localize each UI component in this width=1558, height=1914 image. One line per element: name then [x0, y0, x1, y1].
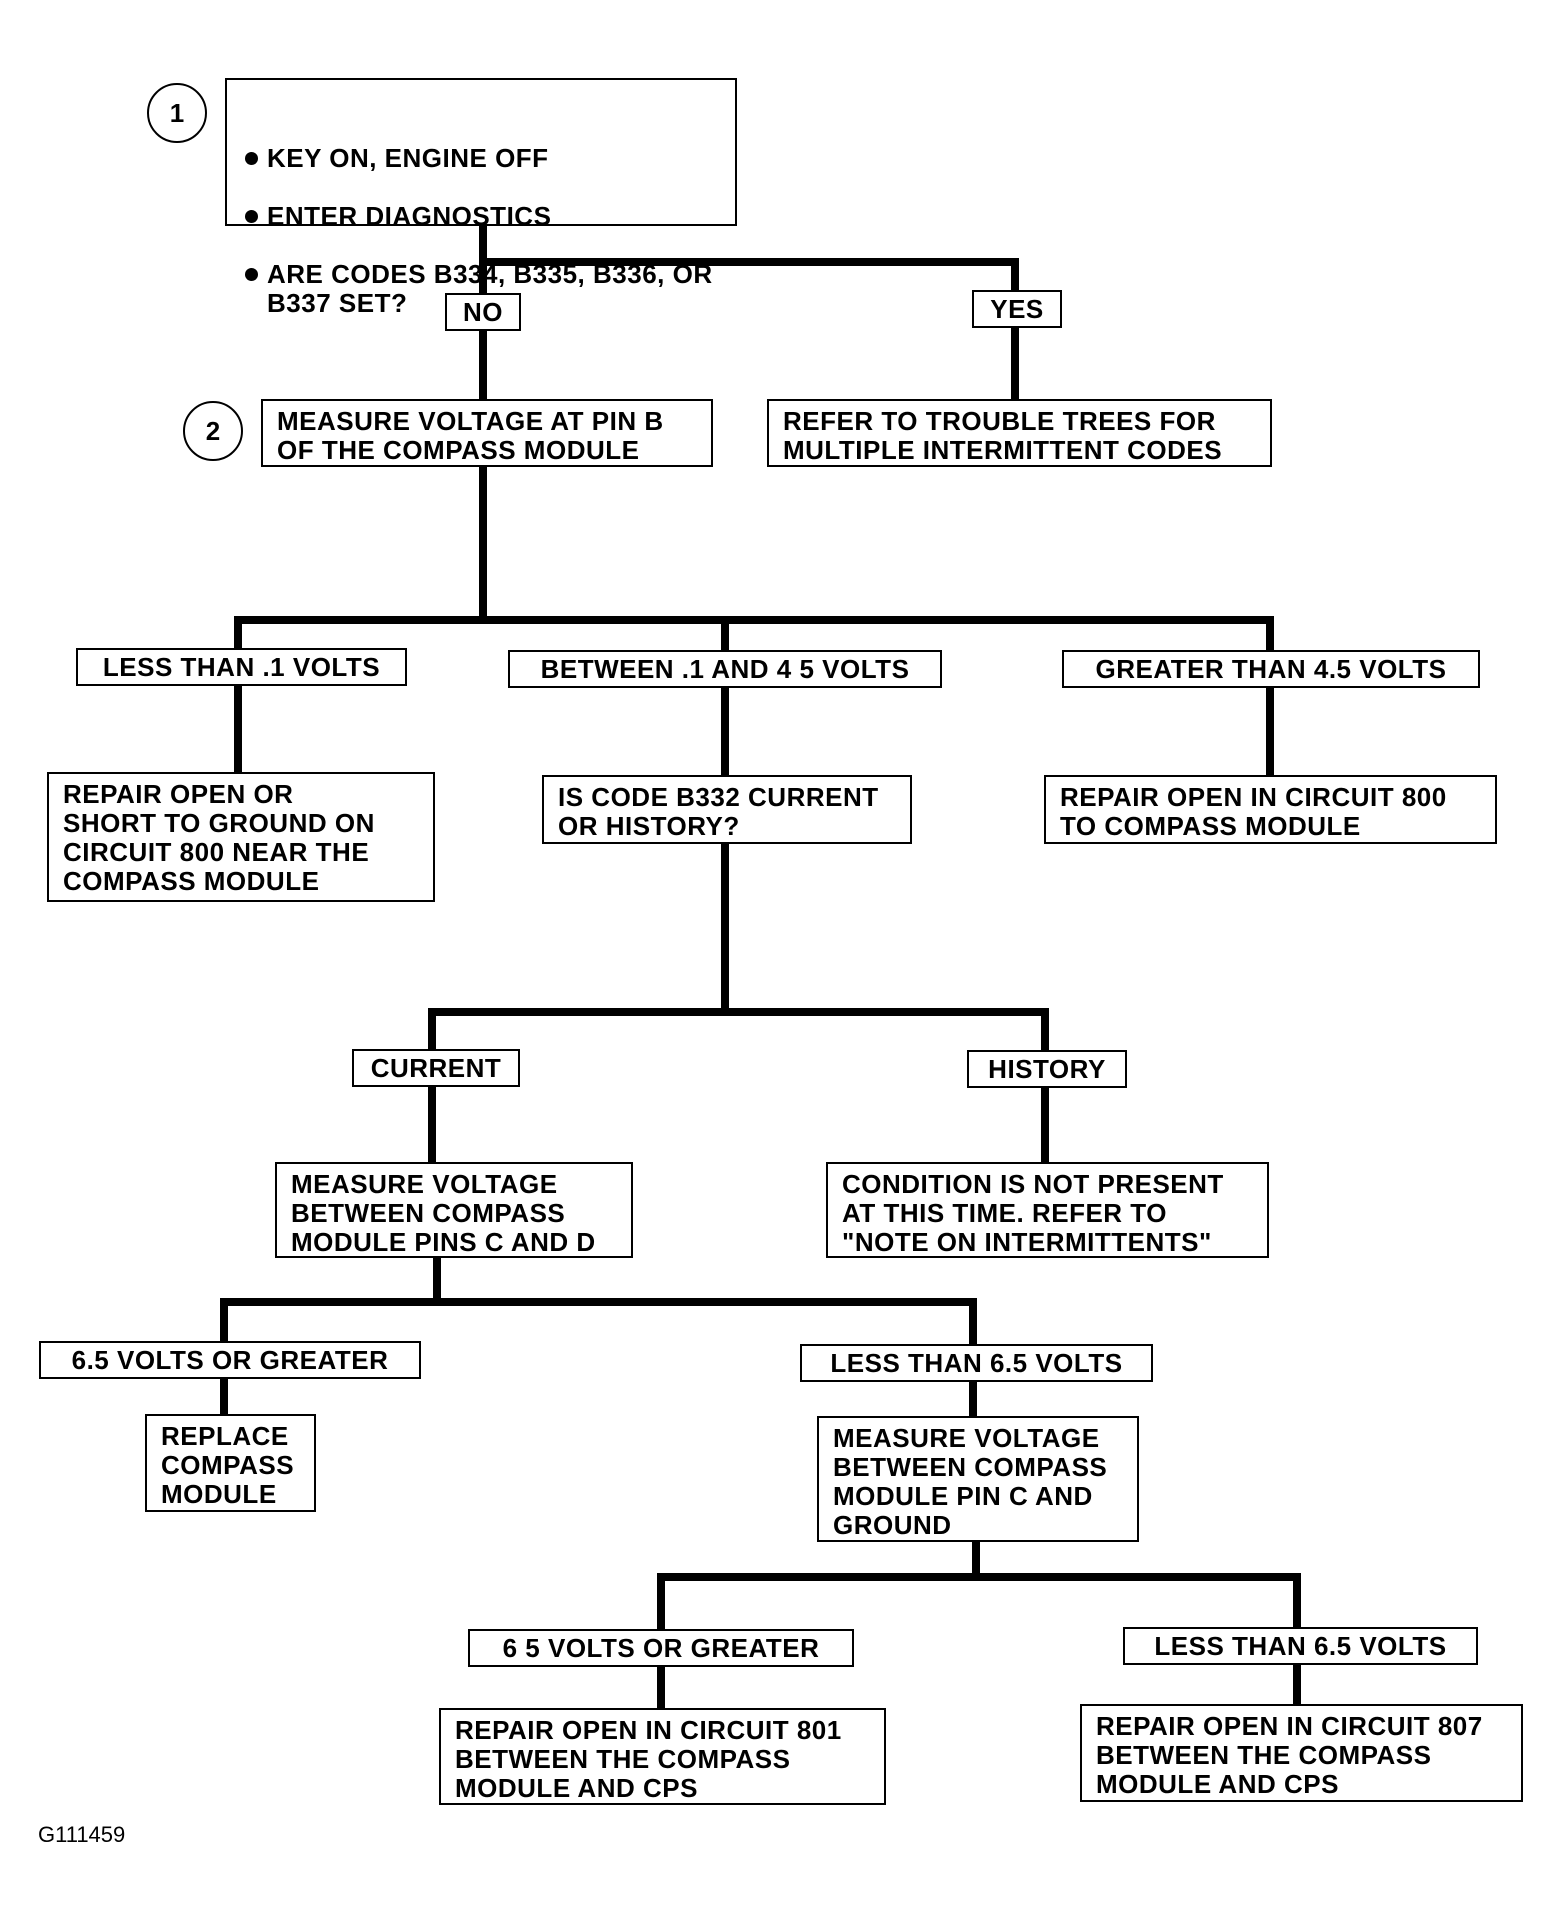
- label-less-than-01-volts: LESS THAN .1 VOLTS: [76, 648, 407, 686]
- label-current: CURRENT: [352, 1049, 520, 1087]
- checklist-text: ARE CODES B334, B335, B336, OR B337 SET?: [267, 259, 713, 318]
- checklist-text: KEY ON, ENGINE OFF: [267, 143, 549, 173]
- label-less-than-65-volts-2: LESS THAN 6.5 VOLTS: [1123, 1627, 1478, 1665]
- step-marker-2: 2: [183, 401, 243, 461]
- checklist-item: ARE CODES B334, B335, B336, OR B337 SET?: [243, 260, 719, 318]
- step-marker-1: 1: [147, 83, 207, 143]
- checklist-item: KEY ON, ENGINE OFF: [243, 144, 719, 173]
- figure-id: G111459: [38, 1822, 126, 1847]
- is-code-b332-box: IS CODE B332 CURRENT OR HISTORY?: [542, 775, 912, 844]
- measure-pin-c-ground-box: MEASURE VOLTAGE BETWEEN COMPASS MODULE P…: [817, 1416, 1139, 1542]
- repair-circuit-801-box: REPAIR OPEN IN CIRCUIT 801 BETWEEN THE C…: [439, 1708, 886, 1805]
- refer-trouble-trees-box: REFER TO TROUBLE TREES FOR MULTIPLE INTE…: [767, 399, 1272, 467]
- measure-pin-b-box: MEASURE VOLTAGE AT PIN B OF THE COMPASS …: [261, 399, 713, 467]
- condition-not-present-box: CONDITION IS NOT PRESENT AT THIS TIME. R…: [826, 1162, 1269, 1258]
- start-box: KEY ON, ENGINE OFF ENTER DIAGNOSTICS ARE…: [225, 78, 737, 318]
- checklist-item: ENTER DIAGNOSTICS: [243, 202, 719, 231]
- label-history: HISTORY: [967, 1050, 1127, 1088]
- repair-circuit-800-box: REPAIR OPEN IN CIRCUIT 800 TO COMPASS MO…: [1044, 775, 1497, 844]
- label-between-01-and-45-volts: BETWEEN .1 AND 4 5 VOLTS: [508, 650, 942, 688]
- bullet-icon: [245, 210, 258, 223]
- repair-circuit-807-box: REPAIR OPEN IN CIRCUIT 807 BETWEEN THE C…: [1080, 1704, 1523, 1802]
- label-no: NO: [445, 293, 521, 331]
- measure-pins-c-d-box: MEASURE VOLTAGE BETWEEN COMPASS MODULE P…: [275, 1162, 633, 1258]
- start-checklist: KEY ON, ENGINE OFF ENTER DIAGNOSTICS ARE…: [243, 115, 719, 347]
- repair-short-box: REPAIR OPEN OR SHORT TO GROUND ON CIRCUI…: [47, 772, 435, 902]
- bullet-icon: [245, 152, 258, 165]
- label-less-than-65-volts: LESS THAN 6.5 VOLTS: [800, 1344, 1153, 1382]
- label-greater-than-45-volts: GREATER THAN 4.5 VOLTS: [1062, 650, 1480, 688]
- label-yes: YES: [972, 290, 1062, 328]
- checklist-text: ENTER DIAGNOSTICS: [267, 201, 552, 231]
- label-65-volts-or-greater-2: 6 5 VOLTS OR GREATER: [468, 1629, 854, 1667]
- replace-compass-module-box: REPLACE COMPASS MODULE: [145, 1414, 316, 1512]
- bullet-icon: [245, 268, 258, 281]
- label-65-volts-or-greater: 6.5 VOLTS OR GREATER: [39, 1341, 421, 1379]
